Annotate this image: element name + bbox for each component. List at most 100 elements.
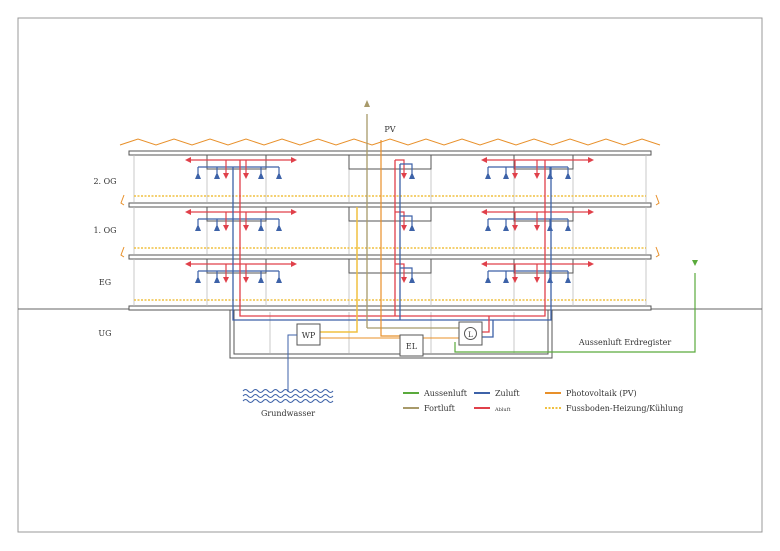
floor-label-1og: 1. OG	[93, 226, 116, 235]
center-abluft	[395, 211, 405, 225]
abluft-to-l	[482, 316, 490, 333]
el-label: EL	[406, 342, 418, 351]
abluft-inlet-icon	[512, 225, 518, 231]
abluft-arrow-icon	[588, 209, 594, 215]
zuluft-outlet-icon	[195, 172, 201, 179]
zuluft-outlet-icon	[276, 276, 282, 283]
zuluft-outlet-icon	[485, 276, 491, 283]
abluft-arrow-icon	[291, 157, 297, 163]
floor-label-eg: EG	[99, 278, 111, 287]
water-wave-icon	[242, 389, 334, 393]
center-abluft	[395, 159, 405, 173]
floor-label-ug: UG	[98, 329, 111, 338]
center-duct	[348, 259, 432, 274]
abluft-inlet-icon	[512, 277, 518, 283]
zuluft-outlet-icon	[258, 224, 264, 231]
center-duct	[348, 207, 432, 222]
fan-icon	[464, 327, 477, 340]
pv-line	[380, 140, 400, 337]
abluft-arrow-icon	[291, 261, 297, 267]
exhaust-duct	[206, 207, 267, 222]
zuluft-outlet-icon	[503, 224, 509, 231]
zuluft-outlet-icon	[214, 224, 220, 231]
abluft-inlet-icon	[223, 277, 229, 283]
legend-label: Photovoltaik (PV)	[566, 389, 637, 398]
earth-register-label: Aussenluft Erdregister	[578, 338, 672, 347]
center-duct	[348, 155, 432, 170]
pv-facade-left	[120, 246, 125, 258]
legend-label: Fussboden-Heizung/Kühlung	[566, 404, 683, 413]
abluft-arrow-icon	[588, 261, 594, 267]
abluft-arrow-icon	[481, 209, 487, 215]
zuluft-outlet-icon	[276, 172, 282, 179]
abluft-inlet-icon	[401, 277, 407, 283]
frame	[17, 17, 763, 533]
abluft-riser	[239, 160, 546, 317]
l-box	[458, 321, 483, 346]
abluft-arrow-icon	[481, 261, 487, 267]
basement-outer	[229, 310, 553, 359]
zuluft-outlet-icon	[565, 172, 571, 179]
abluft-inlet-icon	[534, 225, 540, 231]
zuluft-outlet-icon	[276, 224, 282, 231]
floor-heating-riser	[320, 207, 358, 333]
abluft-inlet-icon	[243, 173, 249, 179]
el-box	[399, 334, 424, 357]
abluft-arrow-icon	[588, 157, 594, 163]
center-zuluft	[400, 267, 413, 277]
exhaust-duct	[206, 155, 267, 170]
zuluft-outlet-icon	[503, 172, 509, 179]
legend-label: Abluft	[494, 407, 511, 413]
pv-facade-right	[655, 194, 660, 206]
floor-slab	[128, 150, 652, 156]
zuluft-riser	[232, 167, 552, 321]
floor-slab	[128, 202, 652, 208]
fortluft-arrow-icon	[364, 100, 370, 107]
center-abluft	[395, 263, 405, 277]
legend-label: Aussenluft	[423, 389, 468, 398]
l-label: L	[468, 331, 473, 339]
abluft-inlet-icon	[401, 225, 407, 231]
zuluft-to-l	[482, 320, 494, 338]
zuluft-outlet-icon	[547, 224, 553, 231]
abluft-inlet-icon	[534, 173, 540, 179]
abluft-arrow-icon	[481, 157, 487, 163]
zuluft-outlet-icon	[485, 172, 491, 179]
floor-slab	[128, 305, 652, 311]
aussenluft-intake-icon	[692, 260, 698, 266]
zuluft-outlet-icon	[214, 172, 220, 179]
abluft-arrow-icon	[185, 157, 191, 163]
zuluft-outlet-icon	[565, 224, 571, 231]
aussenluft-line	[454, 273, 696, 353]
abluft-inlet-icon	[534, 277, 540, 283]
pv-roof-zigzag	[119, 138, 661, 146]
exhaust-duct	[206, 259, 267, 274]
legend-label: Zuluft	[495, 389, 520, 398]
abluft-arrow-icon	[185, 209, 191, 215]
abluft-inlet-icon	[401, 173, 407, 179]
abluft-inlet-icon	[512, 173, 518, 179]
groundwater-pipe	[287, 334, 297, 392]
zuluft-outlet-icon	[547, 276, 553, 283]
floor-label-2og: 2. OG	[93, 177, 116, 186]
basement-inner	[233, 310, 549, 355]
zuluft-outlet-icon	[409, 224, 415, 231]
zuluft-outlet-icon	[409, 172, 415, 179]
pv-facade-left	[120, 194, 125, 206]
abluft-inlet-icon	[243, 225, 249, 231]
abluft-inlet-icon	[223, 225, 229, 231]
water-wave-icon	[242, 394, 334, 398]
abluft-arrow-icon	[185, 261, 191, 267]
legend-label: Fortluft	[424, 404, 456, 413]
zuluft-outlet-icon	[565, 276, 571, 283]
center-zuluft	[400, 163, 413, 173]
zuluft-outlet-icon	[485, 224, 491, 231]
zuluft-outlet-icon	[195, 276, 201, 283]
wp-label: WP	[302, 331, 316, 340]
exhaust-duct	[513, 207, 574, 222]
groundwater-label: Grundwasser	[261, 409, 315, 418]
zuluft-outlet-icon	[258, 276, 264, 283]
zuluft-outlet-icon	[547, 172, 553, 179]
